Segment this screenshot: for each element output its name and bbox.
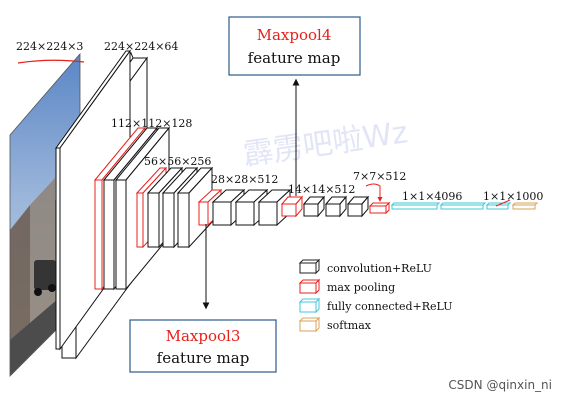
credit-text: CSDN @qinxin_ni [448, 378, 552, 392]
pool5-block [368, 201, 391, 215]
pool5-annotation-arrow [365, 183, 383, 202]
legend-item-softmax: softmax [298, 316, 372, 333]
fc-layers [390, 202, 512, 210]
label-conv5-dims: 14×14×512 [288, 183, 355, 196]
block4 [197, 188, 292, 227]
callout-maxpool4-subtitle: feature map [248, 49, 341, 67]
label-fc3-dims: 1×1×1000 [483, 190, 543, 203]
legend: convolution+ReLU max pooling fully conne… [298, 258, 452, 333]
label-conv2-dims: 112×112×128 [111, 117, 192, 130]
input-underline [17, 59, 85, 64]
label-conv3-dims: 56×56×256 [144, 155, 211, 168]
block5 [280, 195, 370, 218]
label-conv1-dims: 224×224×64 [104, 40, 178, 53]
callout-maxpool4-title: Maxpool4 [257, 26, 332, 44]
legend-label-max-pooling: max pooling [327, 281, 395, 294]
legend-label-convolution: convolution+ReLU [327, 262, 432, 275]
softmax-layer [511, 202, 539, 210]
label-input-dims: 224×224×3 [16, 40, 83, 53]
cube-orange-icon [298, 316, 321, 333]
callout-maxpool4: Maxpool4 feature map [228, 16, 361, 76]
legend-item-fully-connected: fully connected+ReLU [298, 297, 452, 314]
legend-label-softmax: softmax [327, 319, 372, 332]
label-fc1-dims: 1×1×4096 [402, 190, 462, 203]
legend-item-convolution: convolution+ReLU [298, 258, 432, 275]
label-conv4-dims: 28×28×512 [211, 173, 278, 186]
label-pool5-dims: 7×7×512 [353, 170, 406, 183]
callout-maxpool3-subtitle: feature map [157, 349, 250, 367]
callout-maxpool3: Maxpool3 feature map [129, 319, 277, 373]
callout-maxpool3-title: Maxpool3 [166, 327, 241, 345]
block2 [93, 126, 171, 291]
legend-item-max-pooling: max pooling [298, 278, 395, 295]
legend-label-fully-connected: fully connected+ReLU [327, 300, 452, 313]
cube-red-icon [298, 278, 321, 295]
watermark-text: 霹雳吧啦Wz [241, 115, 410, 173]
cube-black-icon [298, 258, 321, 275]
fc-annotation-mark [495, 199, 511, 207]
cube-cyan-icon [298, 297, 321, 314]
